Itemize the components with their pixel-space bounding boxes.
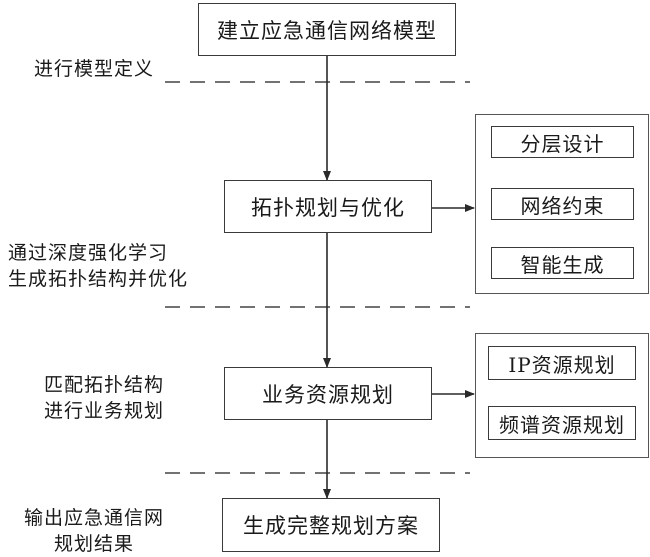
stage2-label: 通过深度强化学习 生成拓扑结构并优化 bbox=[8, 240, 188, 292]
spectrum-planning-text: 频谱资源规划 bbox=[499, 412, 625, 437]
smart-generation-text: 智能生成 bbox=[520, 252, 605, 277]
step-result-box: 生成完整规划方案 bbox=[222, 498, 440, 552]
step-result-text: 生成完整规划方案 bbox=[243, 514, 419, 538]
ip-planning-box: IP资源规划 bbox=[488, 346, 636, 380]
stage3-line-1: 匹配拓扑结构 bbox=[43, 374, 164, 396]
step-service-box: 业务资源规划 bbox=[224, 367, 432, 420]
stage1-label: 进行模型定义 bbox=[34, 56, 154, 82]
stage3-label: 匹配拓扑结构 进行业务规划 bbox=[30, 372, 178, 424]
smart-generation-box: 智能生成 bbox=[491, 247, 634, 279]
stage4-label: 输出应急通信网 规划结果 bbox=[20, 505, 168, 557]
stage3-line-2: 进行业务规划 bbox=[43, 400, 164, 422]
network-constraint-text: 网络约束 bbox=[520, 193, 605, 218]
stage2-line-1: 通过深度强化学习 bbox=[8, 242, 169, 264]
layered-design-text: 分层设计 bbox=[520, 131, 605, 156]
stage2-line-2: 生成拓扑结构并优化 bbox=[8, 268, 189, 290]
stage1-line-1: 进行模型定义 bbox=[34, 58, 155, 80]
layered-design-box: 分层设计 bbox=[491, 126, 634, 158]
step-build-model-text: 建立应急通信网络模型 bbox=[217, 18, 437, 43]
stage4-line-2: 规划结果 bbox=[53, 533, 134, 555]
spectrum-planning-box: 频谱资源规划 bbox=[488, 406, 636, 440]
network-constraint-box: 网络约束 bbox=[491, 188, 634, 220]
stage4-line-1: 输出应急通信网 bbox=[23, 507, 164, 529]
step-topology-box: 拓扑规划与优化 bbox=[224, 180, 432, 233]
step-build-model-box: 建立应急通信网络模型 bbox=[198, 3, 456, 56]
step-topology-text: 拓扑规划与优化 bbox=[251, 195, 405, 220]
step-service-text: 业务资源规划 bbox=[262, 382, 394, 407]
ip-planning-text: IP资源规划 bbox=[508, 352, 616, 377]
